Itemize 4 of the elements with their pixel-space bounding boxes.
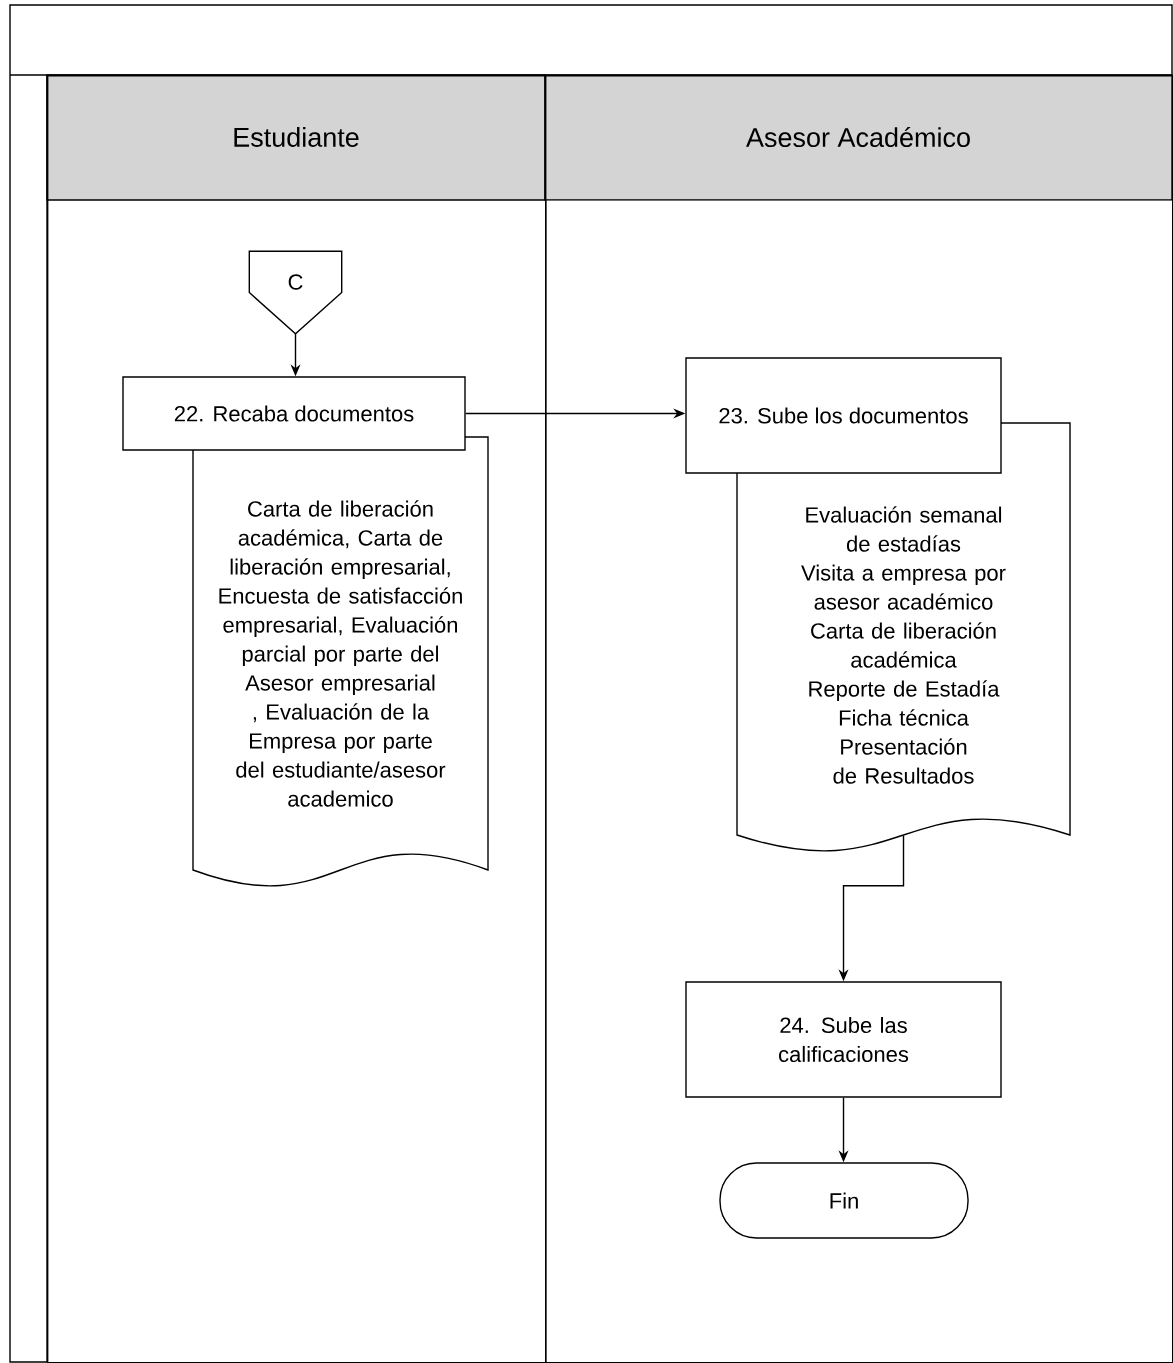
process-box: 22. Recaba documentos — [122, 376, 466, 451]
process-box: 23. Sube los documentos — [685, 357, 1002, 474]
process-box: 24. Sube las calificaciones — [685, 981, 1002, 1098]
off-page-connector: C — [248, 250, 343, 335]
